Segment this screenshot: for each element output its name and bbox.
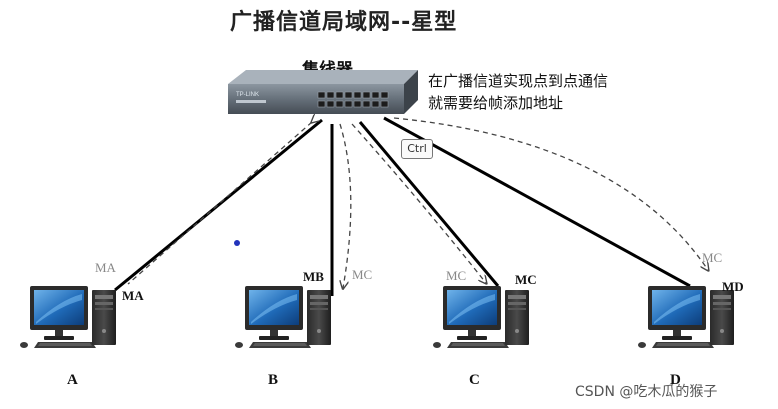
frame-label-c: MC <box>446 268 466 283</box>
annotation-note: 在广播信道实现点到点通信 就需要给帧添加地址 <box>428 70 608 114</box>
computer-name-a: A <box>67 372 78 388</box>
computer-name-c: C <box>469 372 480 388</box>
mac-label-d: MD <box>722 279 744 294</box>
computer-d <box>638 286 734 348</box>
frame-path-to-d <box>393 117 708 270</box>
mac-label-b: MB <box>303 269 324 284</box>
frame-path-to-a <box>127 122 312 285</box>
frame-label-b: MC <box>352 267 372 282</box>
note-line-1: 在广播信道实现点到点通信 <box>428 72 609 90</box>
watermark: CSDN @吃木瓜的猴子 <box>575 384 718 400</box>
ctrl-key-badge: Ctrl <box>401 139 433 159</box>
frame-label-a: MA <box>95 260 117 275</box>
cable-to-d <box>383 116 691 288</box>
cable-to-a <box>114 118 323 292</box>
cable-to-c <box>358 121 500 287</box>
note-line-2: 就需要给帧添加地址 <box>428 94 564 112</box>
diagram-title: 广播信道局域网--星型 <box>230 10 458 35</box>
frame-path-to-c <box>351 123 486 283</box>
cables <box>114 116 691 296</box>
cursor-dot <box>234 240 240 246</box>
frame-label-d: MC <box>702 250 722 265</box>
hub-brand-text: TP-LINK <box>236 92 259 98</box>
mac-label-c: MC <box>515 272 537 287</box>
computer-c <box>433 286 529 348</box>
computer-name-b: B <box>268 372 278 388</box>
computer-name-d: D <box>670 372 681 388</box>
frame-paths <box>127 117 708 288</box>
mac-label-a: MA <box>122 288 144 303</box>
computer-b <box>235 286 331 348</box>
hub-device: TP-LINK <box>228 70 418 114</box>
frame-path-to-b <box>340 123 352 288</box>
computer-a <box>20 286 116 348</box>
hub-ports <box>317 91 389 108</box>
